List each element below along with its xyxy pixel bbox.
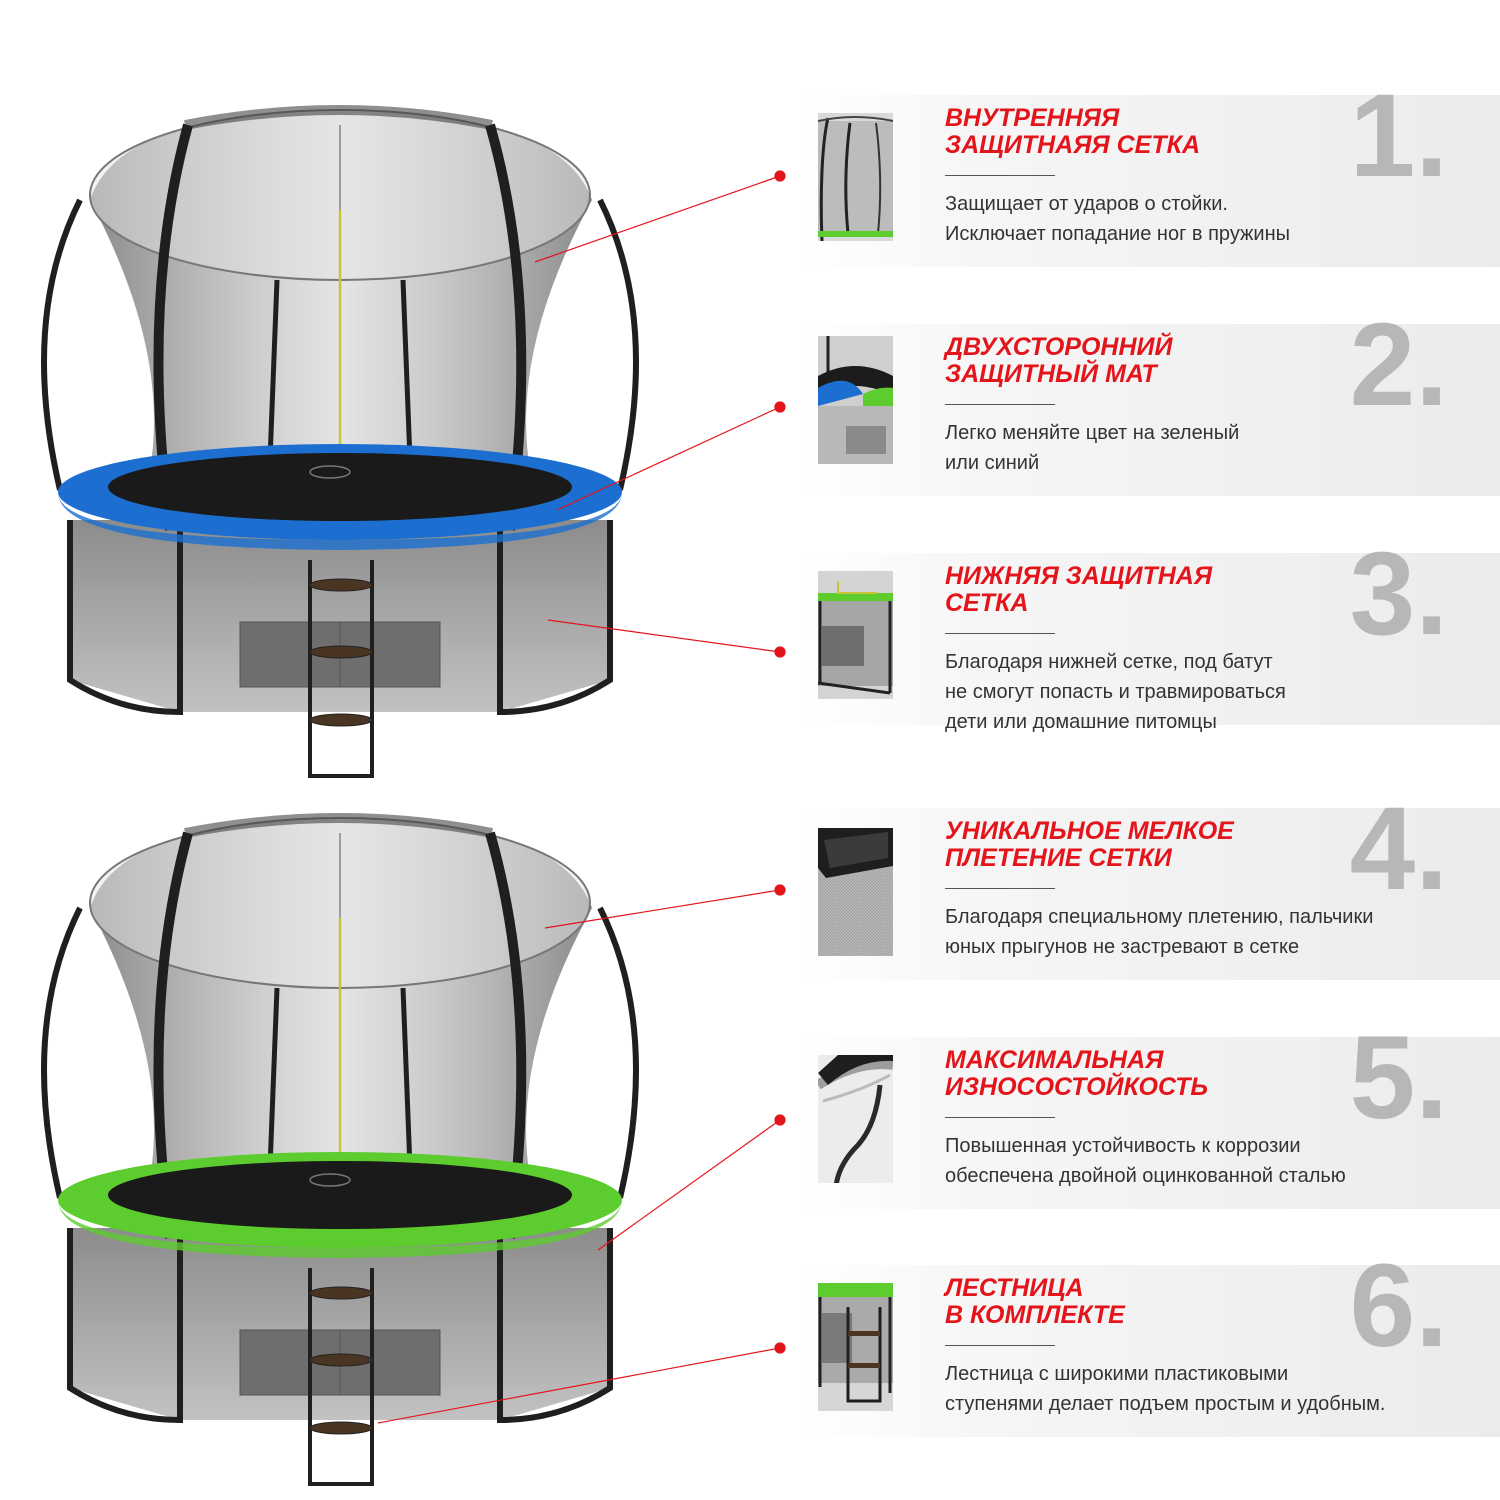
mat-logo-icon	[309, 465, 351, 479]
feature-panel-3: 3. НИЖНЯЯ ЗАЩИТНАЯ СЕТКА Благодаря нижне…	[800, 535, 1500, 733]
feature-number: 5.	[1349, 1012, 1448, 1144]
ladder-step	[309, 645, 373, 659]
feature-divider	[945, 1345, 1055, 1346]
feature-thumb-pad	[818, 336, 893, 464]
net-top-band	[184, 813, 493, 838]
leg-right	[497, 1228, 613, 1424]
feature-divider	[945, 404, 1055, 405]
feature-thumb-frame	[818, 1055, 893, 1183]
pole-outer-right	[597, 906, 639, 1199]
trampoline-green	[41, 813, 639, 1486]
pole-outer-right	[597, 198, 639, 491]
ladder-step	[309, 713, 373, 727]
leader-line-4	[544, 889, 781, 929]
feature-panel-2: 2. ДВУХСТОРОННИЙ ЗАЩИТНЫЙ МАТ Легко меня…	[800, 306, 1500, 496]
feature-divider	[945, 1117, 1055, 1118]
leader-line-6	[377, 1347, 781, 1424]
feature-number: 6.	[1349, 1240, 1448, 1372]
leader-dot-3	[774, 646, 786, 658]
feature-panel-4: 4. УНИКАЛЬНОЕ МЕЛКОЕ ПЛЕТЕНИЕ СЕТКИ Благ…	[800, 790, 1500, 980]
feature-title: ЛЕСТНИЦА В КОМПЛЕКТЕ	[945, 1274, 1125, 1329]
feature-divider	[945, 888, 1055, 889]
jump-mat	[108, 453, 572, 521]
feature-title: ДВУХСТОРОННИЙ ЗАЩИТНЫЙ МАТ	[945, 333, 1173, 388]
feature-panel-6: 6. ЛЕСТНИЦА В КОМПЛЕКТЕ Лестница с широк…	[800, 1247, 1500, 1437]
leader-line-5	[597, 1119, 781, 1251]
feature-title: ВНУТРЕННЯЯ ЗАЩИТНАЯЯ СЕТКА	[945, 104, 1201, 159]
pole-outer-left	[41, 906, 83, 1199]
pole-back-left	[267, 279, 280, 461]
ladder-step	[309, 1286, 373, 1300]
feature-title: МАКСИМАЛЬНАЯ ИЗНОСОСТОЙКОСТЬ	[945, 1046, 1209, 1101]
ladder-step	[309, 1353, 373, 1367]
leader-dot-2	[774, 401, 786, 413]
ladder-step	[309, 1421, 373, 1435]
feature-panel-1: 1. ВНУТРЕННЯЯ ЗАЩИТНАЯЯ СЕТКА Защищает о…	[800, 77, 1500, 267]
feature-panel-5: 5. МАКСИМАЛЬНАЯ ИЗНОСОСТОЙКОСТЬ Повышенн…	[800, 1019, 1500, 1209]
leg-right	[497, 520, 613, 716]
feature-description: Легко меняйте цвет на зеленый или синий	[945, 422, 1240, 474]
ladder-frame	[308, 1268, 374, 1486]
lower-net	[70, 520, 610, 712]
feature-description: Благодаря нижней сетке, под батут не смо…	[945, 651, 1286, 733]
jump-mat	[108, 1161, 572, 1229]
feature-thumb-lower-net	[818, 571, 893, 699]
feature-description: Лестница с широкими пластиковыми ступеня…	[945, 1363, 1386, 1415]
trampoline-blue	[41, 105, 639, 778]
leader-line-3	[547, 619, 781, 653]
feature-thumb-inner-net	[818, 113, 893, 241]
feature-number: 3.	[1349, 528, 1448, 660]
pole-back-right	[400, 987, 413, 1169]
ladder-step	[309, 578, 373, 592]
feature-number: 4.	[1349, 783, 1448, 915]
feature-title: УНИКАЛЬНОЕ МЕЛКОЕ ПЛЕТЕНИЕ СЕТКИ	[945, 817, 1234, 872]
pole-back-right	[400, 279, 413, 461]
leader-dot-6	[774, 1342, 786, 1354]
leader-dot-1	[774, 170, 786, 182]
mat-logo-icon	[309, 1173, 351, 1187]
leader-lines	[377, 170, 786, 1424]
feature-divider	[945, 175, 1055, 176]
feature-number: 1.	[1349, 70, 1448, 202]
leader-dot-5	[774, 1114, 786, 1126]
product-illustration	[41, 105, 786, 1486]
feature-divider	[945, 633, 1055, 634]
lower-net	[70, 1228, 610, 1420]
feature-description: Повышенная устойчивость к коррозии обесп…	[945, 1135, 1346, 1187]
feature-number: 2.	[1349, 299, 1448, 431]
leader-line-2	[556, 406, 781, 511]
feature-description: Защищает от ударов о стойки. Исключает п…	[945, 193, 1291, 245]
leg-left	[67, 1228, 183, 1424]
feature-title: НИЖНЯЯ ЗАЩИТНАЯ СЕТКА	[945, 562, 1213, 617]
leg-left	[67, 520, 183, 716]
pole-back-left	[267, 987, 280, 1169]
net-top-band	[184, 105, 493, 130]
leader-line-1	[534, 175, 781, 263]
feature-thumb-mesh	[818, 828, 893, 956]
leader-dot-4	[774, 884, 786, 896]
feature-thumb-ladder	[818, 1283, 893, 1411]
ladder-frame	[308, 560, 374, 778]
pole-outer-left	[41, 198, 83, 491]
feature-description: Благодаря специальному плетению, пальчик…	[945, 906, 1374, 958]
